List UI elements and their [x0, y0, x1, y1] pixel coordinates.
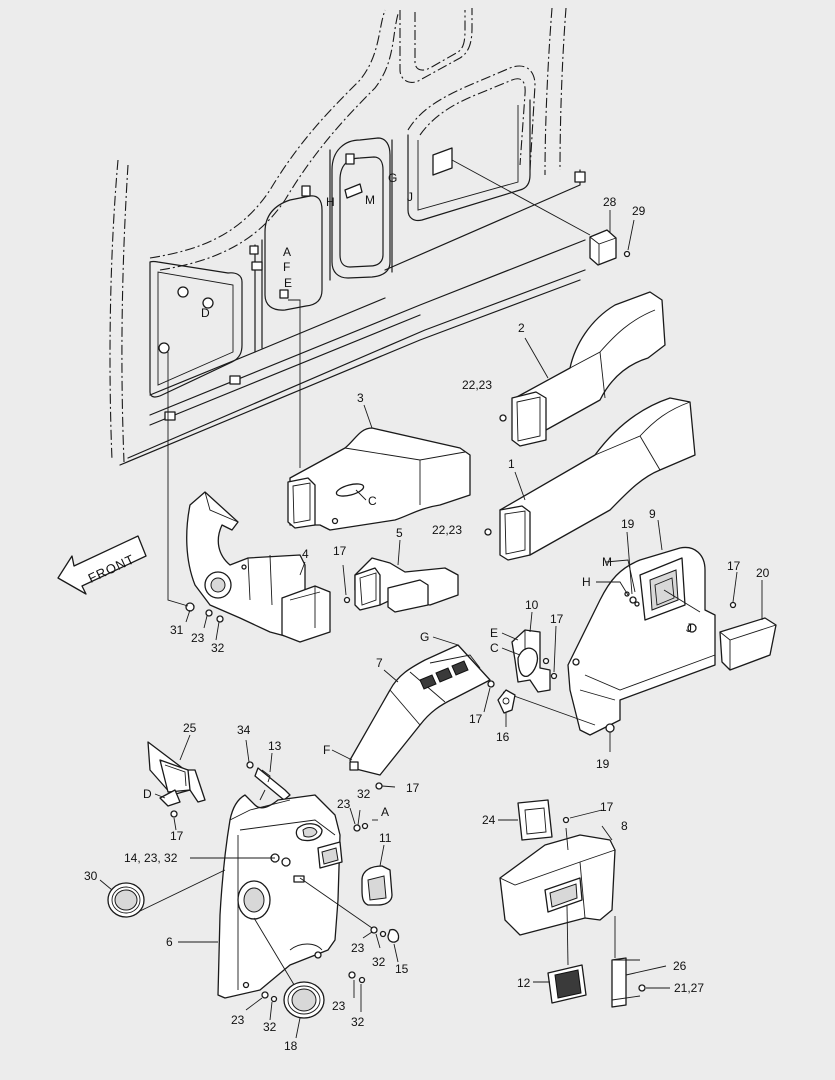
- callout-17b: 17: [469, 712, 483, 726]
- callout-32b: 32: [357, 787, 371, 801]
- part-10-bracket: [497, 611, 558, 727]
- callout-13: 13: [268, 739, 282, 753]
- callout-32a: 32: [211, 641, 225, 655]
- callout-7: 7: [376, 656, 383, 670]
- callout-28: 28: [603, 195, 617, 209]
- part-8-cover: [499, 809, 616, 936]
- callout-25: 25: [183, 721, 197, 735]
- callout-17d: 17: [550, 612, 564, 626]
- ref-d-part25: D: [143, 787, 152, 801]
- callout-19b: 19: [596, 757, 610, 771]
- callout-34: 34: [237, 723, 251, 737]
- callout-2: 2: [518, 321, 525, 335]
- part-13-handle: [245, 739, 291, 801]
- callout-10: 10: [525, 598, 539, 612]
- callout-14: 14, 23, 32: [124, 851, 178, 865]
- ref-h-part9: H: [582, 575, 591, 589]
- callout-12: 12: [517, 976, 531, 990]
- front-arrow: FRONT: [57, 535, 147, 595]
- callout-22-23b: 22,23: [432, 523, 462, 537]
- callout-23a: 23: [191, 631, 205, 645]
- callout-24: 24: [482, 813, 496, 827]
- callout-20: 20: [756, 566, 770, 580]
- ref-a-part6: A: [381, 805, 389, 819]
- part-18-grommet: [283, 981, 325, 1039]
- callout-5: 5: [396, 526, 403, 540]
- callout-18: 18: [284, 1039, 298, 1053]
- callout-17e: 17: [727, 559, 741, 573]
- callout-31: 31: [170, 623, 184, 637]
- callout-6: 6: [166, 935, 173, 949]
- callout-8: 8: [621, 819, 628, 833]
- callout-17g: 17: [600, 800, 614, 814]
- part-3-duct: [287, 299, 471, 531]
- callout-22-23a: 22,23: [462, 378, 492, 392]
- callout-4: 4: [302, 547, 309, 561]
- cab-frame: [109, 7, 591, 466]
- callout-labels: 1 2 3 4 5 6 7 8 9 10 11 12 13 14, 23, 32…: [84, 171, 770, 1053]
- callout-11: 11: [379, 831, 392, 845]
- part-25-bracket: [147, 734, 206, 831]
- part-30-grommet: [99, 879, 145, 918]
- callout-9: 9: [649, 507, 656, 521]
- ref-d-frame: D: [201, 306, 210, 320]
- part-4-duct: [167, 352, 331, 643]
- callout-19a: 19: [621, 517, 635, 531]
- callout-17a: 17: [333, 544, 347, 558]
- callout-1: 1: [508, 457, 515, 471]
- part-6-side-panel: [137, 794, 400, 1021]
- part-11-vent: [361, 844, 393, 906]
- ref-c-duct3: C: [368, 494, 377, 508]
- ref-f-frame: F: [283, 260, 290, 274]
- part-24-pad: [498, 799, 553, 841]
- part-1-duct: [484, 397, 696, 561]
- ref-h-frame: H: [326, 195, 335, 209]
- part-12-pad: [533, 905, 587, 1004]
- callout-17c: 17: [406, 781, 420, 795]
- part-5-adapter: [342, 539, 459, 613]
- ref-g-frame: G: [388, 171, 397, 185]
- callout-3: 3: [357, 391, 364, 405]
- callout-23c: 23: [351, 941, 365, 955]
- callout-29: 29: [632, 204, 646, 218]
- callout-23b: 23: [337, 797, 351, 811]
- callout-16: 16: [496, 730, 510, 744]
- callout-23d: 23: [332, 999, 346, 1013]
- part-7-vent-duct: [331, 636, 495, 790]
- ref-m-part9: M: [602, 555, 612, 569]
- callout-32e: 32: [263, 1020, 277, 1034]
- callout-26: 26: [673, 959, 687, 973]
- callout-32d: 32: [351, 1015, 365, 1029]
- callout-21-27: 21,27: [674, 981, 704, 995]
- part-26-bracket: [611, 916, 670, 1008]
- ref-e-part10: E: [490, 626, 498, 640]
- callout-23e: 23: [231, 1013, 245, 1027]
- callout-30: 30: [84, 869, 98, 883]
- part-2-duct: [499, 291, 666, 447]
- ref-g-part7: G: [420, 630, 429, 644]
- callout-17f: 17: [170, 829, 184, 843]
- callout-32c: 32: [372, 955, 386, 969]
- ref-c-part10: C: [490, 641, 499, 655]
- ref-a-frame: A: [283, 245, 291, 259]
- ref-j-part9: J: [686, 621, 692, 635]
- ref-f-part7: F: [323, 743, 330, 757]
- part-28-pad: [589, 210, 635, 266]
- part-20-tray: [719, 580, 777, 671]
- callout-15: 15: [395, 962, 409, 976]
- ref-e-frame: E: [284, 276, 292, 290]
- part-9-panel: [502, 519, 738, 752]
- ref-j-frame: J: [407, 190, 413, 204]
- ref-m-frame: M: [365, 193, 375, 207]
